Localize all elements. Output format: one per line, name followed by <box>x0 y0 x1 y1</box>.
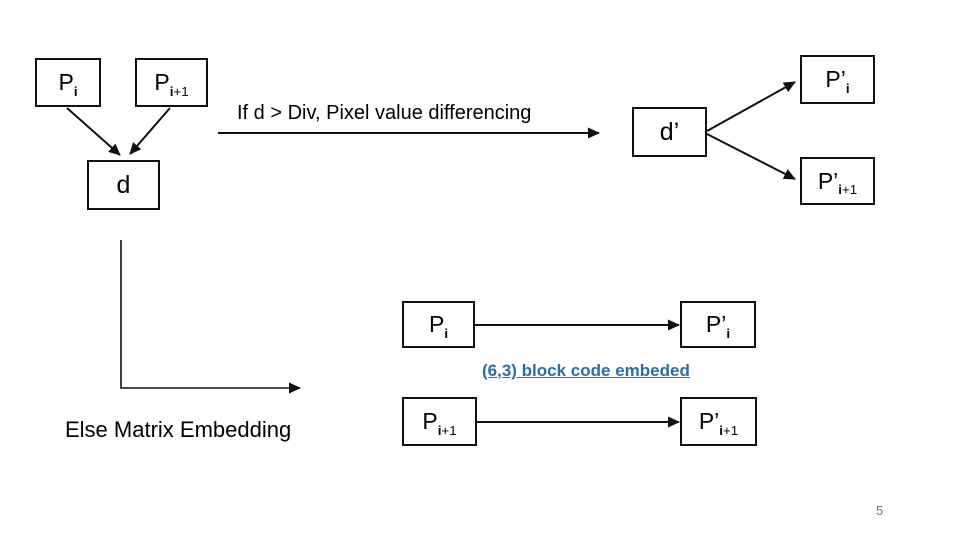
box-pi1-top: Pi+1 <box>135 58 208 107</box>
box-pi-top: Pi <box>35 58 101 107</box>
box-label: d’ <box>659 117 680 146</box>
box-pi-mid: Pi <box>402 301 475 348</box>
box-d: d <box>87 160 160 210</box>
arrow-pi-to-d <box>66 107 121 156</box>
box-pi1-bot: Pi+1 <box>402 397 477 446</box>
box-label: P’i <box>825 66 850 96</box>
box-label: Pi+1 <box>154 69 189 99</box>
box-label: Pi <box>58 69 78 99</box>
block-code-link-text: (6,3) block code embeded <box>482 361 690 380</box>
arrow-else-elbow <box>120 240 301 394</box>
box-dprime: d’ <box>632 107 707 157</box>
condition-label: If d > Div, Pixel value differencing <box>237 102 532 124</box>
box-label: P’i+1 <box>817 167 858 198</box>
box-label: Pi+1 <box>422 408 457 438</box>
box-label: Pi <box>428 311 449 341</box>
box-ppi-top: P’i <box>800 55 875 104</box>
box-ppi-mid: P’i <box>680 301 756 348</box>
box-label: d <box>116 170 131 199</box>
else-branch-label: Else Matrix Embedding <box>65 417 292 442</box>
box-ppi1-top: P’i+1 <box>800 157 875 205</box>
box-ppi1-bot: P’i+1 <box>680 397 757 446</box>
box-label: P’i <box>705 311 731 341</box>
page-number: 5 <box>876 503 884 518</box>
arrow-dprime-to-ppi <box>706 81 796 132</box>
arrow-dprime-to-ppi1 <box>706 133 796 180</box>
box-label: P’i+1 <box>698 408 739 438</box>
arrow-pi1-to-d <box>129 107 171 155</box>
